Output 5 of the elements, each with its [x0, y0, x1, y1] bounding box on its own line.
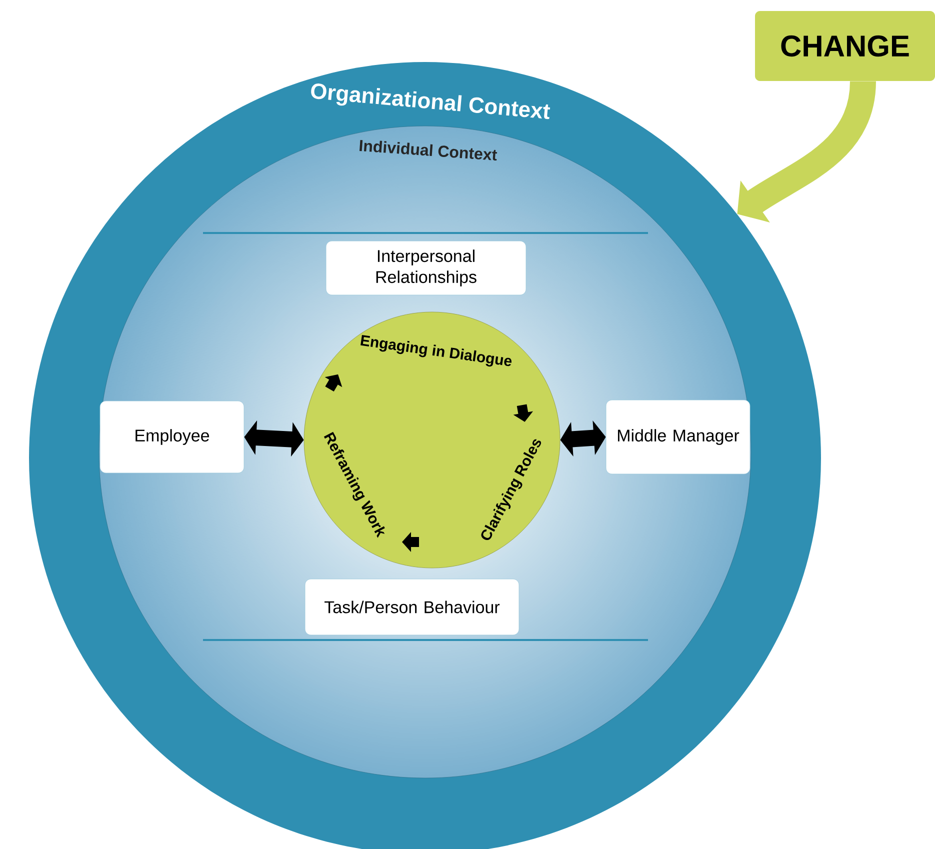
text-box: Interpersonal Relationships: [326, 240, 526, 296]
text-box: Task/Person Behaviour: [304, 578, 520, 636]
label-box: CHANGE: [755, 11, 935, 81]
text-box: Employee: [100, 400, 244, 474]
text-box: Middle Manager: [606, 400, 750, 474]
